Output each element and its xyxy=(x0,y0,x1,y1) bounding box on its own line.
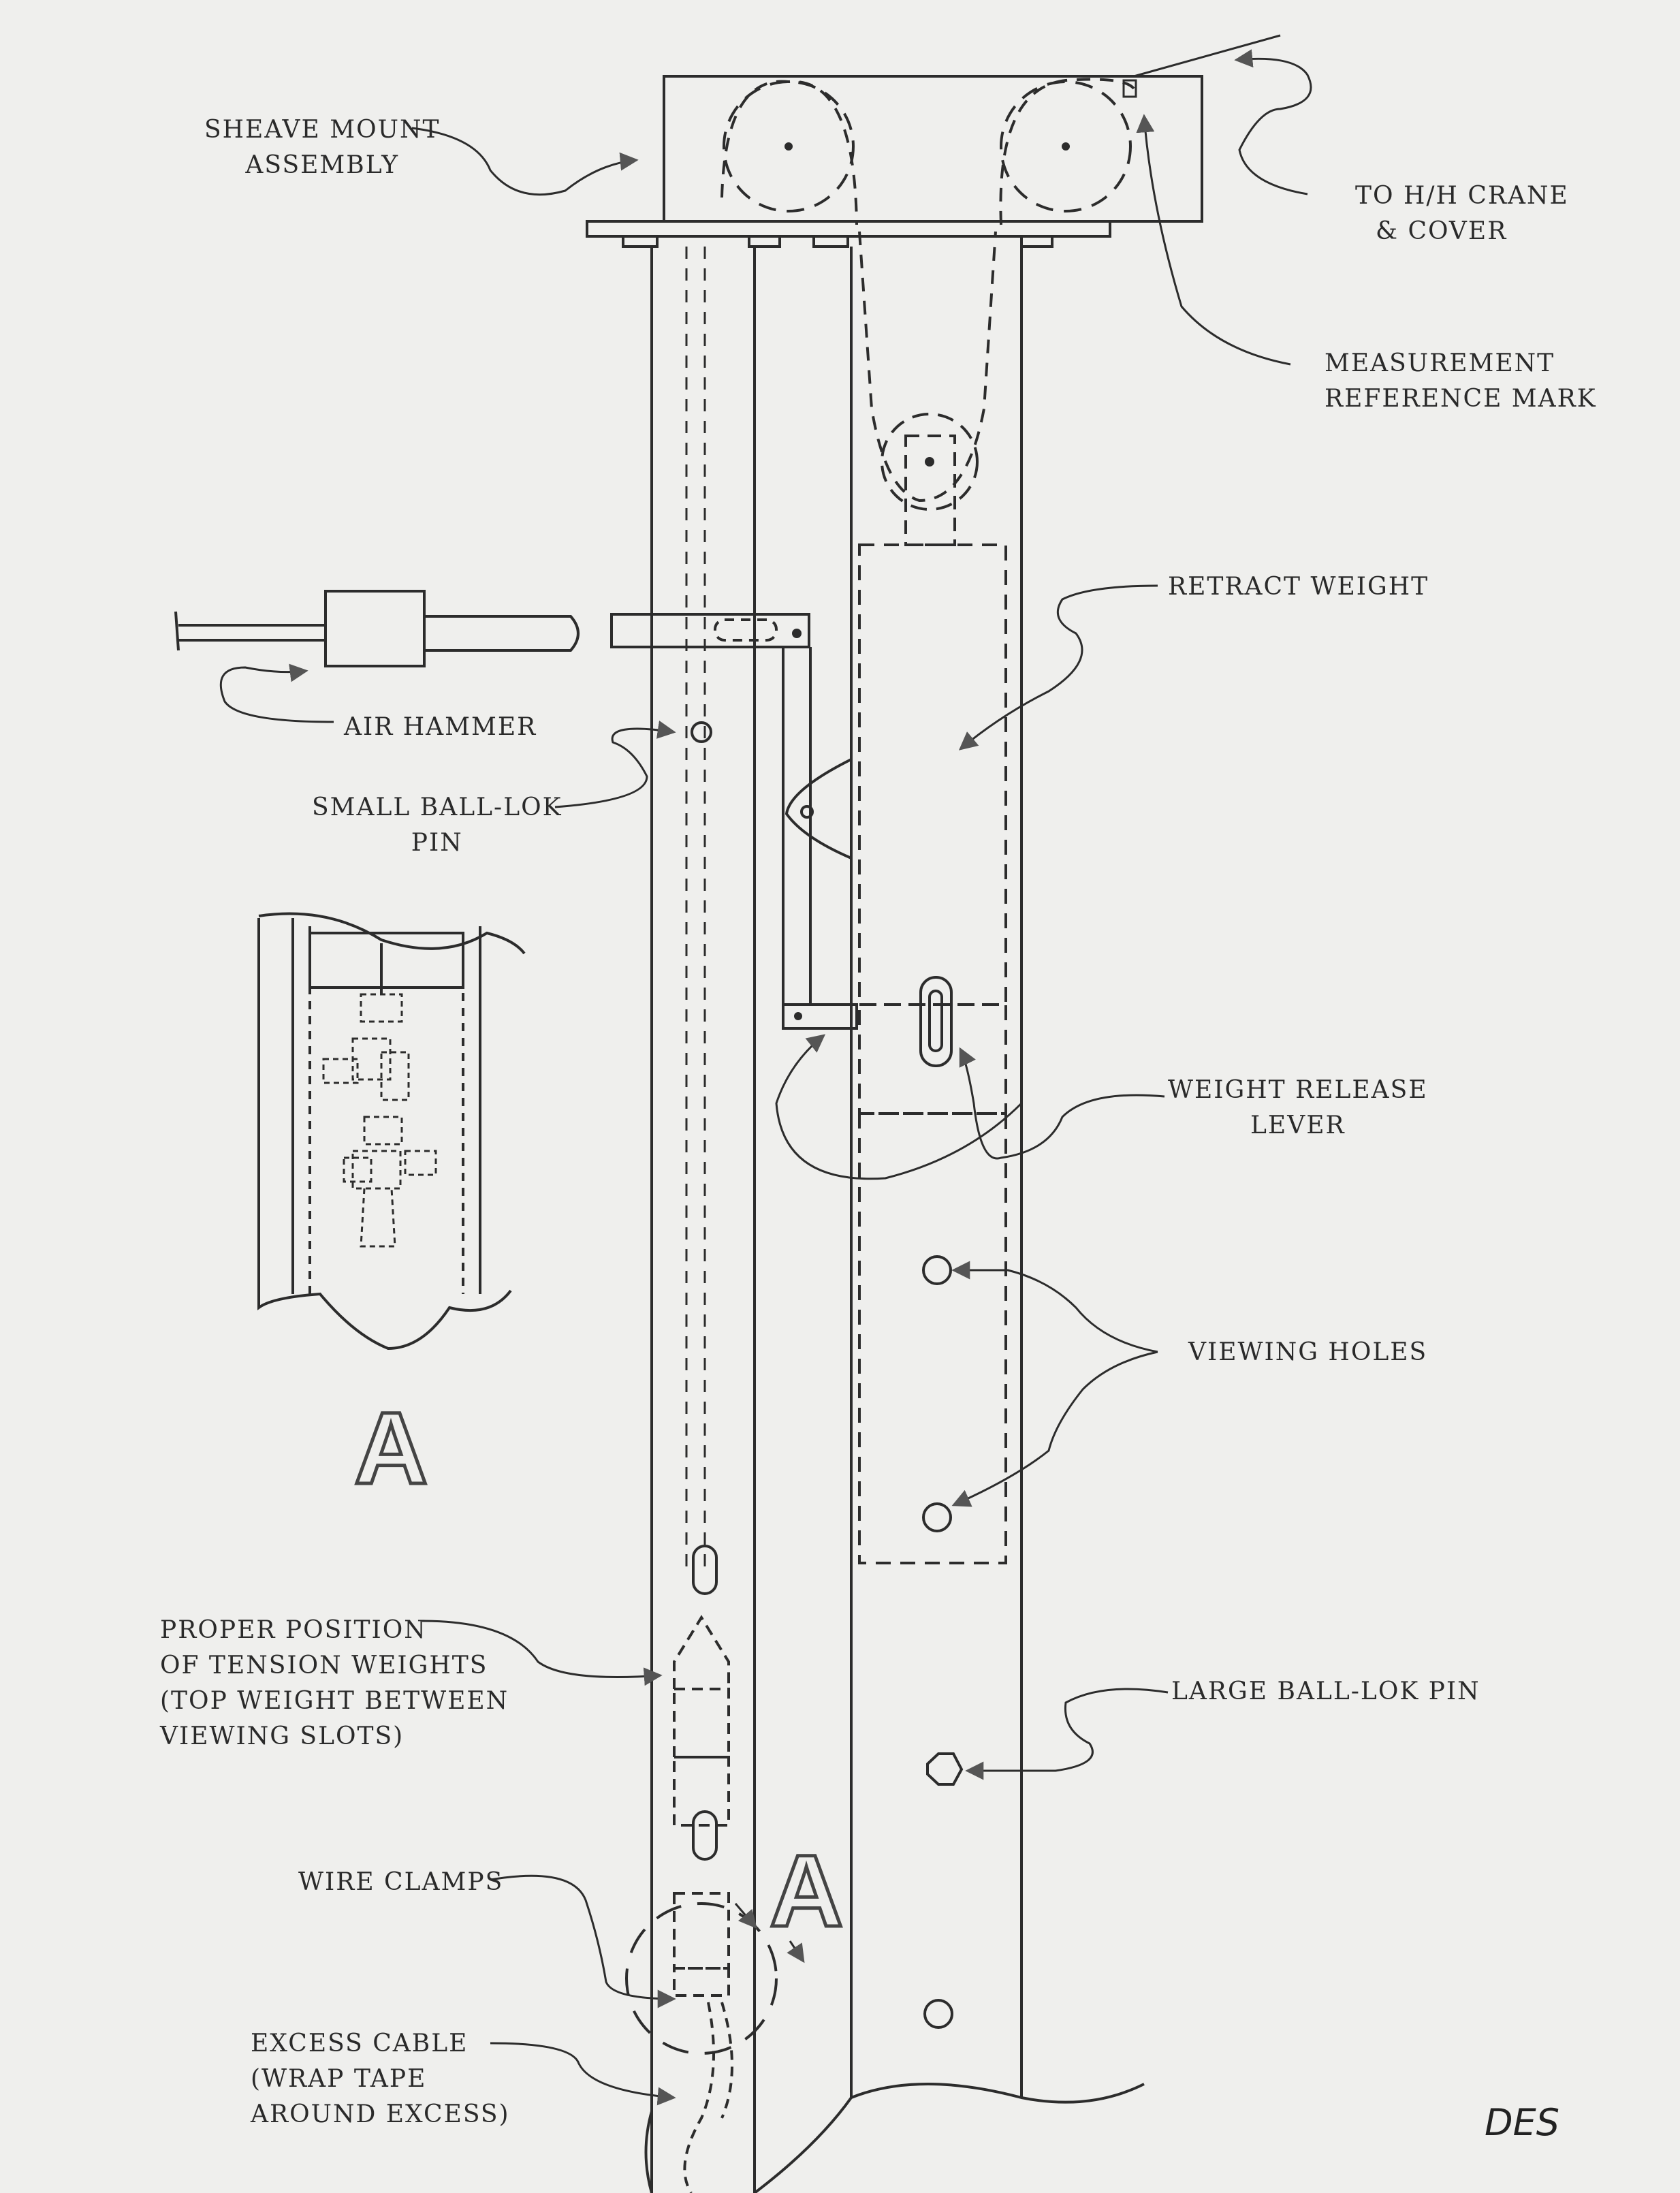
excess-cable-line-3: AROUND EXCESS) xyxy=(251,2100,510,2128)
proper-position-line-1: PROPER POSITION xyxy=(160,1616,427,1644)
retract-weight-label: RETRACT WEIGHT xyxy=(1168,569,1429,605)
viewing-holes-label: VIEWING HOLES xyxy=(1188,1335,1427,1370)
sheave-mount-line-1: SHEAVE MOUNT xyxy=(204,116,441,144)
sheave-mount-label: SHEAVE MOUNT ASSEMBLY xyxy=(204,112,441,183)
large-ball-lok-label: LARGE BALL-LOK PIN xyxy=(1171,1674,1480,1709)
small-ball-lok-line-1: SMALL BALL-LOK xyxy=(312,793,562,821)
large-ball-lok-text: LARGE BALL-LOK PIN xyxy=(1171,1677,1480,1705)
small-ball-lok-label: SMALL BALL-LOK PIN xyxy=(312,790,562,861)
wire-clamps-label: WIRE CLAMPS xyxy=(298,1865,503,1900)
weight-release-line-1: WEIGHT RELEASE xyxy=(1168,1076,1428,1104)
weight-release-line-2: LEVER xyxy=(1250,1111,1346,1139)
sheave-mount-box xyxy=(586,34,1281,248)
proper-position-line-3: (TOP WEIGHT BETWEEN xyxy=(160,1687,509,1715)
sheave-mount-line-2: ASSEMBLY xyxy=(245,151,400,179)
measurement-line-2: REFERENCE MARK xyxy=(1325,385,1597,413)
wire-clamps-text: WIRE CLAMPS xyxy=(298,1868,504,1896)
right-tube xyxy=(850,247,1023,2098)
left-tube xyxy=(650,247,756,2193)
proper-position-line-2: OF TENSION WEIGHTS xyxy=(160,1652,488,1679)
retract-weight-text: RETRACT WEIGHT xyxy=(1168,573,1429,601)
detail-a-letter: A xyxy=(352,1389,429,1507)
to-crane-line-2: & COVER xyxy=(1376,217,1508,245)
air-hammer-label: AIR HAMMER xyxy=(344,710,537,745)
air-hammer-text: AIR HAMMER xyxy=(344,713,537,741)
excess-cable-line-1: EXCESS CABLE xyxy=(251,2030,469,2057)
callout-a-letter: A xyxy=(767,1832,844,1950)
detail-a-inset xyxy=(257,912,526,1351)
to-crane-label: TO H/H CRANE & COVER xyxy=(1355,178,1569,249)
excess-cable-line-2: (WRAP TAPE xyxy=(251,2065,427,2093)
excess-cable-label: EXCESS CABLE (WRAP TAPE AROUND EXCESS) xyxy=(251,2026,510,2132)
weight-release-label: WEIGHT RELEASE LEVER xyxy=(1168,1073,1428,1143)
measurement-label: MEASUREMENT REFERENCE MARK xyxy=(1325,346,1597,417)
to-crane-line-1: TO H/H CRANE xyxy=(1355,182,1569,210)
viewing-holes-text: VIEWING HOLES xyxy=(1188,1338,1428,1366)
measurement-line-1: MEASUREMENT xyxy=(1325,349,1555,377)
proper-position-label: PROPER POSITION OF TENSION WEIGHTS (TOP … xyxy=(160,1613,509,1754)
proper-position-line-4: VIEWING SLOTS) xyxy=(160,1722,405,1750)
signature: DES xyxy=(1485,2101,1559,2144)
small-ball-lok-line-2: PIN xyxy=(411,829,463,857)
